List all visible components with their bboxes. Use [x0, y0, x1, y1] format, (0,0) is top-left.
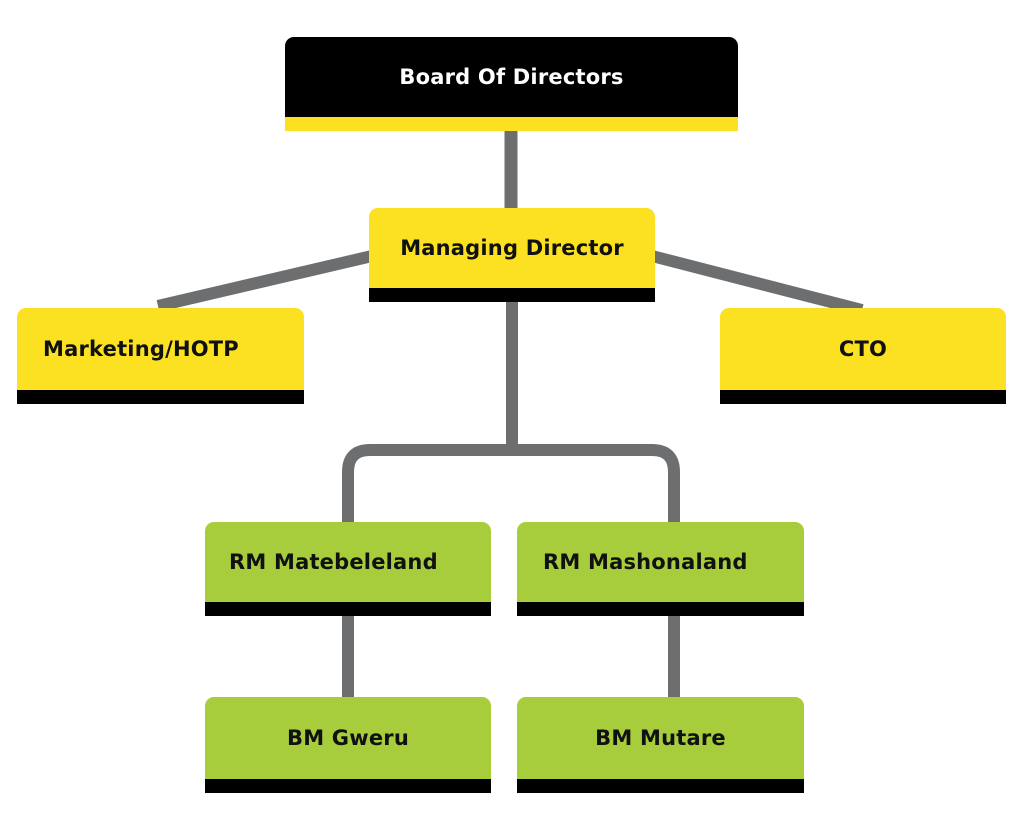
node-bm-gweru: BM Gweru	[205, 697, 491, 793]
edge-md-to-regional-bracket	[342, 302, 680, 522]
node-rm-mashonaland: RM Mashonaland	[517, 522, 804, 616]
node-accent-band	[517, 779, 804, 793]
node-accent-band	[205, 602, 491, 616]
node-label: BM Gweru	[286, 726, 409, 750]
node-label: RM Matebeleland	[229, 550, 438, 574]
node-accent-band	[17, 390, 304, 404]
node-marketing-hotp: Marketing/HOTP	[17, 308, 304, 404]
node-bm-mutare: BM Mutare	[517, 697, 804, 793]
node-accent-band	[205, 779, 491, 793]
node-managing-director: Managing Director	[369, 208, 655, 302]
node-accent-band	[720, 390, 1006, 404]
node-accent-band	[369, 288, 655, 302]
node-label: Marketing/HOTP	[43, 337, 239, 361]
node-label: BM Mutare	[595, 726, 726, 750]
node-accent-band	[517, 602, 804, 616]
node-label: CTO	[838, 337, 888, 361]
edge-md-to-marketing	[156, 250, 374, 312]
node-label: Board Of Directors	[399, 65, 624, 89]
node-rm-matebeleland: RM Matebeleland	[205, 522, 491, 616]
node-accent-band	[285, 117, 738, 131]
node-board-of-directors: Board Of Directors	[285, 37, 738, 131]
node-label: Managing Director	[400, 236, 624, 260]
node-label: RM Mashonaland	[543, 550, 748, 574]
node-cto: CTO	[720, 308, 1006, 404]
edge-md-to-cto	[650, 250, 864, 316]
